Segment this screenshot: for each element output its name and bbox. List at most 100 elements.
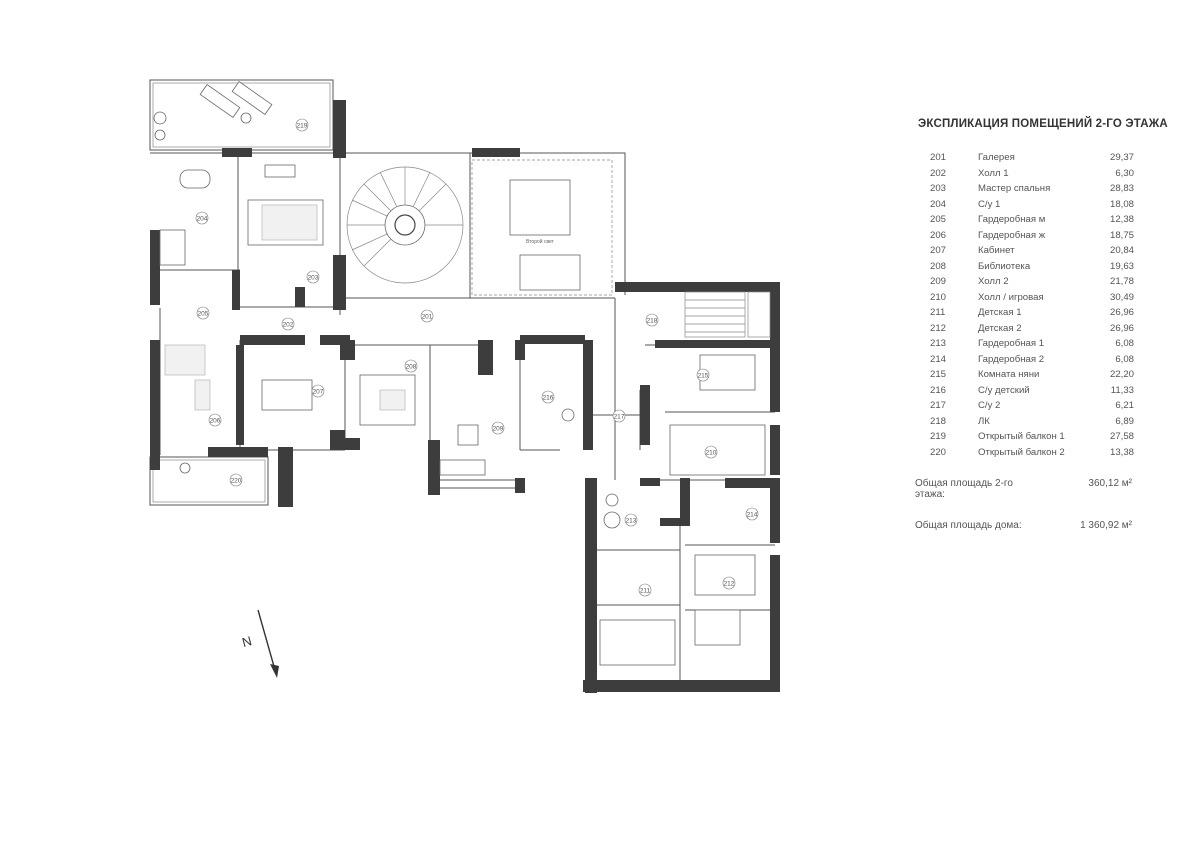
room-name: Кабинет (978, 245, 1015, 257)
room-number: 212 (930, 322, 947, 334)
room-number: 202 (930, 167, 947, 179)
room-number: 203 (930, 183, 947, 195)
room-area: 19,63 (1109, 260, 1134, 272)
schedule-row: 208 Библиотека 19,63 (912, 259, 1162, 275)
room-tag-212: 212 (724, 581, 735, 588)
room-tag-205: 205 (198, 311, 209, 318)
room-area: 6,08 (1115, 353, 1134, 365)
room-area: 13,38 (1109, 446, 1134, 458)
schedule-row: 215 Комната няни 22,20 (912, 367, 1162, 383)
schedule-row: 212 Детская 2 26,96 (912, 321, 1162, 337)
room-area: 26,96 (1109, 307, 1134, 319)
room-tag-216: 216 (543, 395, 554, 402)
room-number: 213 (930, 338, 947, 350)
room-tag-206: 206 (210, 418, 221, 425)
balcony-220 (149, 456, 269, 506)
schedule-row: 204 С/у 1 18,08 (912, 197, 1162, 213)
north-label: N (240, 633, 253, 650)
room-number: 217 (930, 400, 947, 412)
total-house-value: 1 360,92 м² (1080, 520, 1132, 531)
second-light-area: Второй свет (471, 159, 613, 296)
room-number: 205 (930, 214, 947, 226)
schedule-row: 213 Гардеробная 1 6,08 (912, 336, 1162, 352)
room-area: 20,84 (1109, 245, 1134, 257)
room-number: 220 (930, 446, 947, 458)
room-name: Открытый балкон 2 (978, 446, 1065, 458)
room-number: 215 (930, 369, 947, 381)
room-name: С/у 2 (978, 400, 1001, 412)
room-name: Гардеробная ж (978, 229, 1046, 241)
schedule-row: 207 Кабинет 20,84 (912, 243, 1162, 259)
second-light-label: Второй свет (526, 238, 555, 245)
room-area: 6,21 (1115, 400, 1134, 412)
room-name: Открытый балкон 1 (978, 431, 1065, 443)
schedule-row: 217 С/у 2 6,21 (912, 398, 1162, 414)
room-tag-208: 208 (406, 364, 417, 371)
room-area: 18,08 (1109, 198, 1134, 210)
room-name: Холл 1 (978, 167, 1009, 179)
room-tag-217: 217 (614, 414, 625, 421)
room-area: 21,78 (1109, 276, 1134, 288)
room-area: 29,37 (1109, 152, 1134, 164)
room-area: 6,30 (1115, 167, 1134, 179)
room-name: Библиотека (978, 260, 1031, 272)
schedule-title: ЭКСПЛИКАЦИЯ ПОМЕЩЕНИЙ 2-ГО ЭТАЖА (918, 118, 1168, 130)
room-name: Галерея (978, 152, 1015, 164)
room-name: Гардеробная 2 (978, 353, 1045, 365)
total-floor-area: Общая площадь 2-го этажа: 360,12 м² (915, 478, 1162, 500)
room-area: 6,89 (1115, 415, 1134, 427)
room-tag-204: 204 (197, 216, 208, 223)
room-tag-202: 202 (283, 322, 294, 329)
room-name: Гардеробная м (978, 214, 1046, 226)
room-tags: 201 202 203 204 205 206 207 208 209 210 … (195, 118, 759, 597)
room-number: 209 (930, 276, 947, 288)
room-schedule: ЭКСПЛИКАЦИЯ ПОМЕЩЕНИЙ 2-ГО ЭТАЖА 201 Гале… (912, 118, 1168, 531)
room-tag-213: 213 (626, 518, 637, 525)
room-number: 207 (930, 245, 947, 257)
room-name: Мастер спальня (978, 183, 1051, 195)
room-name: Комната няни (978, 369, 1040, 381)
furniture (159, 164, 766, 666)
balcony-219 (149, 79, 334, 151)
walls (150, 100, 780, 693)
room-number: 219 (930, 431, 947, 443)
room-name: ЛК (978, 415, 990, 427)
room-name: Холл / игровая (978, 291, 1044, 303)
room-area: 22,20 (1109, 369, 1134, 381)
room-tag-211: 211 (640, 588, 651, 595)
room-tag-215: 215 (698, 373, 709, 380)
room-name: С/у 1 (978, 198, 1001, 210)
room-tag-220: 220 (231, 478, 242, 485)
total-house-label: Общая площадь дома: (915, 520, 1022, 531)
room-area: 26,96 (1109, 322, 1134, 334)
room-name: Гардеробная 1 (978, 338, 1045, 350)
room-area: 6,08 (1115, 338, 1134, 350)
room-tag-207: 207 (313, 389, 324, 396)
room-number: 208 (930, 260, 947, 272)
room-number: 216 (930, 384, 947, 396)
room-tag-203: 203 (308, 275, 319, 282)
straight-stair (684, 291, 771, 338)
schedule-row: 220 Открытый балкон 2 13,38 (912, 445, 1162, 461)
north-arrow: N (240, 609, 279, 678)
room-number: 201 (930, 152, 947, 164)
total-floor-label: Общая площадь 2-го этажа: (915, 478, 1013, 500)
room-tag-201: 201 (422, 314, 433, 321)
room-area: 30,49 (1109, 291, 1134, 303)
room-number: 211 (930, 307, 946, 319)
room-name: Детская 2 (978, 322, 1022, 334)
room-number: 210 (930, 291, 947, 303)
room-number: 204 (930, 198, 947, 210)
schedule-row: 202 Холл 1 6,30 (912, 166, 1162, 182)
schedule-row: 201 Галерея 29,37 (912, 150, 1162, 166)
room-tag-210: 210 (706, 450, 717, 457)
room-number: 214 (930, 353, 947, 365)
schedule-row: 214 Гардеробная 2 6,08 (912, 352, 1162, 368)
